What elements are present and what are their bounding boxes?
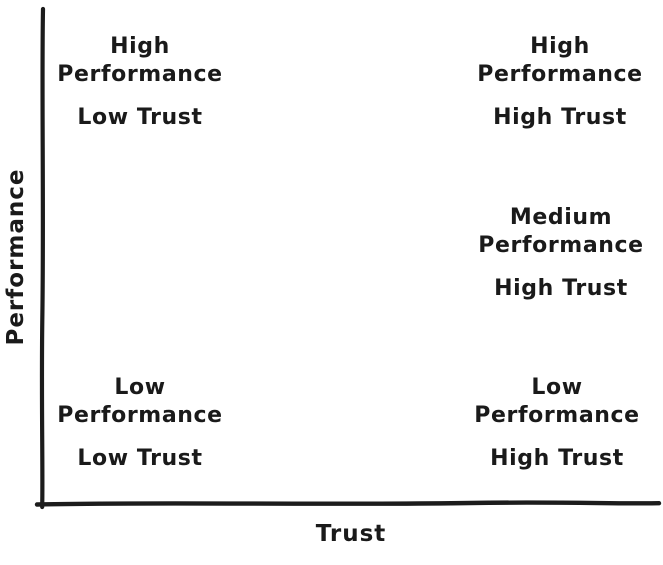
quadrant-trust-text: High Trust xyxy=(493,105,627,130)
quadrant-performance-text: High Performance xyxy=(477,34,643,87)
quadrant-trust-text: Low Trust xyxy=(77,105,203,130)
quadrant-trust-text: High Trust xyxy=(494,276,628,301)
quadrant-trust-text: High Trust xyxy=(490,446,624,471)
quadrant-performance-text: Medium Performance xyxy=(478,205,644,258)
x-axis-line xyxy=(34,500,662,507)
y-axis-label: Performance xyxy=(3,168,29,346)
x-axis-label: Trust xyxy=(315,521,387,547)
quadrant-performance-text: Low Performance xyxy=(474,375,640,428)
y-axis-line xyxy=(39,6,46,510)
quadrant-performance-text: High Performance xyxy=(57,34,223,87)
quadrant-trust-text: Low Trust xyxy=(77,446,203,471)
quadrant-high-performance-high-trust: High Performance High Trust xyxy=(477,33,642,132)
quadrant-low-performance-high-trust: Low Performance High Trust xyxy=(474,374,639,473)
quadrant-performance-text: Low Performance xyxy=(57,375,223,428)
quadrant-high-performance-low-trust: High Performance Low Trust xyxy=(57,33,222,132)
quadrant-medium-performance-high-trust: Medium Performance High Trust xyxy=(478,204,643,303)
quadrant-low-performance-low-trust: Low Performance Low Trust xyxy=(57,374,222,473)
